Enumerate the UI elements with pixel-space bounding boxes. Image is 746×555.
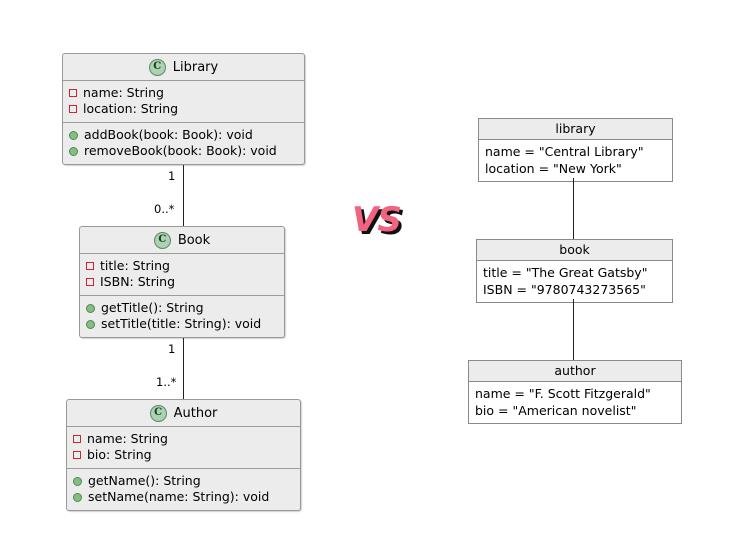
method-label: removeBook(book: Book): void bbox=[84, 143, 277, 158]
method-circle-icon bbox=[69, 146, 78, 156]
attribute-square-icon bbox=[86, 262, 94, 270]
class-attribute-row: title: String bbox=[86, 258, 278, 274]
class-attributes-section: name: String location: String bbox=[63, 81, 304, 123]
object-slot-row: bio = "American novelist" bbox=[475, 403, 637, 418]
uml-object-library[interactable]: library name = "Central Library" locatio… bbox=[478, 118, 673, 182]
class-method-row: getTitle(): String bbox=[86, 300, 278, 316]
uml-class-author[interactable]: C Author name: String bio: String getNam… bbox=[66, 399, 301, 511]
method-label: setName(name: String): void bbox=[88, 489, 270, 504]
method-circle-icon bbox=[86, 303, 95, 313]
uml-object-book[interactable]: book title = "The Great Gatsby" ISBN = "… bbox=[476, 239, 673, 303]
multiplicity-book-target: 0..* bbox=[154, 202, 175, 216]
class-method-row: removeBook(book: Book): void bbox=[69, 143, 298, 159]
class-attribute-row: bio: String bbox=[73, 447, 294, 463]
method-circle-icon bbox=[69, 130, 78, 140]
object-slot-row: location = "New York" bbox=[485, 161, 622, 176]
method-circle-icon bbox=[73, 492, 82, 502]
method-label: getTitle(): String bbox=[101, 300, 204, 315]
class-icon-c: C bbox=[149, 404, 167, 422]
class-methods-section: getTitle(): String setTitle(title: Strin… bbox=[80, 296, 284, 337]
attribute-label: bio: String bbox=[87, 447, 152, 462]
object-slots-author: name = "F. Scott Fitzgerald" bio = "Amer… bbox=[469, 382, 681, 423]
uml-object-author[interactable]: author name = "F. Scott Fitzgerald" bio … bbox=[468, 360, 682, 424]
attribute-label: location: String bbox=[83, 101, 179, 116]
object-slot-row: name = "Central Library" bbox=[485, 144, 644, 159]
attribute-square-icon bbox=[86, 278, 94, 286]
attribute-square-icon bbox=[73, 435, 81, 443]
vs-badge: VS bbox=[352, 200, 402, 240]
association-library-book bbox=[183, 165, 184, 227]
class-attribute-row: ISBN: String bbox=[86, 274, 278, 290]
method-circle-icon bbox=[86, 319, 95, 329]
class-header-author: C Author bbox=[67, 400, 300, 427]
class-methods-section: getName(): String setName(name: String):… bbox=[67, 469, 300, 510]
object-slot-row: title = "The Great Gatsby" bbox=[483, 265, 648, 280]
object-header-library: library bbox=[479, 119, 672, 140]
class-method-row: setName(name: String): void bbox=[73, 489, 294, 505]
object-header-book: book bbox=[477, 240, 672, 261]
uml-class-library[interactable]: C Library name: String location: String … bbox=[62, 53, 305, 165]
link-library-book bbox=[573, 178, 574, 240]
class-header-book: C Book bbox=[80, 227, 284, 254]
object-slots-book: title = "The Great Gatsby" ISBN = "97807… bbox=[477, 261, 672, 302]
attribute-square-icon bbox=[73, 451, 81, 459]
uml-class-book[interactable]: C Book title: String ISBN: String getTit… bbox=[79, 226, 285, 338]
class-icon-c: C bbox=[148, 58, 166, 76]
class-attributes-section: name: String bio: String bbox=[67, 427, 300, 469]
attribute-square-icon bbox=[69, 89, 77, 97]
method-label: getName(): String bbox=[88, 473, 201, 488]
class-attributes-section: title: String ISBN: String bbox=[80, 254, 284, 296]
class-attribute-row: location: String bbox=[69, 101, 298, 117]
method-circle-icon bbox=[73, 476, 82, 486]
object-slot-row: name = "F. Scott Fitzgerald" bbox=[475, 386, 651, 401]
object-header-author: author bbox=[469, 361, 681, 382]
multiplicity-book-source: 1 bbox=[168, 342, 176, 356]
class-name-label: Author bbox=[173, 405, 218, 421]
attribute-label: ISBN: String bbox=[100, 274, 176, 289]
class-name-label: Library bbox=[172, 59, 219, 75]
method-label: setTitle(title: String): void bbox=[101, 316, 262, 331]
association-book-author bbox=[183, 338, 184, 400]
attribute-label: title: String bbox=[100, 258, 170, 273]
class-attribute-row: name: String bbox=[69, 85, 298, 101]
multiplicity-library-source: 1 bbox=[168, 169, 176, 183]
object-slots-library: name = "Central Library" location = "New… bbox=[479, 140, 672, 181]
attribute-label: name: String bbox=[87, 431, 168, 446]
class-method-row: addBook(book: Book): void bbox=[69, 127, 298, 143]
attribute-square-icon bbox=[69, 105, 77, 113]
method-label: addBook(book: Book): void bbox=[84, 127, 253, 142]
class-attribute-row: name: String bbox=[73, 431, 294, 447]
multiplicity-author-target: 1..* bbox=[156, 375, 177, 389]
class-method-row: setTitle(title: String): void bbox=[86, 316, 278, 332]
class-name-label: Book bbox=[177, 232, 211, 248]
object-slot-row: ISBN = "9780743273565" bbox=[483, 282, 646, 297]
link-book-author bbox=[573, 299, 574, 360]
attribute-label: name: String bbox=[83, 85, 164, 100]
class-method-row: getName(): String bbox=[73, 473, 294, 489]
class-methods-section: addBook(book: Book): void removeBook(boo… bbox=[63, 123, 304, 164]
class-icon-c: C bbox=[153, 231, 171, 249]
class-header-library: C Library bbox=[63, 54, 304, 81]
